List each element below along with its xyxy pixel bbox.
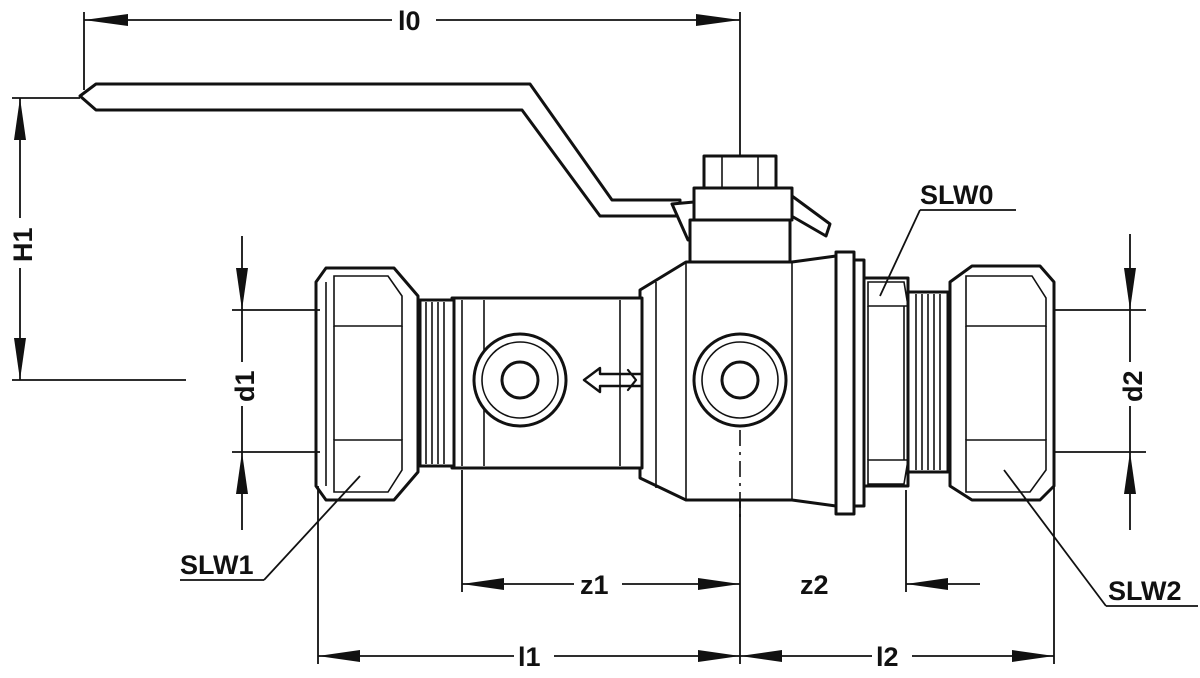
dimension-z1 xyxy=(461,470,741,664)
left-thread xyxy=(418,298,456,468)
leader-SLW0 xyxy=(879,209,1016,297)
label-SLW1: SLW1 xyxy=(180,550,254,580)
label-SLW0: SLW0 xyxy=(920,180,994,210)
leader-SLW2 xyxy=(1003,469,1198,607)
right-union-nut xyxy=(862,276,910,488)
label-z2: z2 xyxy=(800,570,829,600)
dimension-l1 xyxy=(317,486,740,674)
test-point-left xyxy=(472,332,568,428)
dimension-d1 xyxy=(224,236,320,530)
dimension-l0 xyxy=(83,2,741,156)
dimension-d2 xyxy=(1054,234,1148,530)
label-SLW2: SLW2 xyxy=(1108,576,1182,606)
dimension-l2 xyxy=(740,486,1055,674)
test-point-right xyxy=(692,332,788,428)
label-H1: H1 xyxy=(8,227,38,262)
label-d1: d1 xyxy=(230,370,260,402)
right-thread xyxy=(906,290,950,474)
leader-SLW1 xyxy=(180,475,361,581)
label-l2: l2 xyxy=(876,642,899,672)
right-compression-nut xyxy=(948,264,1056,502)
label-l1: l1 xyxy=(518,642,541,672)
stem-nut xyxy=(692,154,794,222)
left-compression-nut xyxy=(314,266,420,502)
dimension-z2 xyxy=(905,490,980,592)
flow-direction-arrow-icon xyxy=(582,366,644,394)
dimension-H1 xyxy=(2,97,186,381)
label-z1: z1 xyxy=(580,570,609,600)
label-l0: l0 xyxy=(398,6,421,36)
label-d2: d2 xyxy=(1118,370,1148,402)
